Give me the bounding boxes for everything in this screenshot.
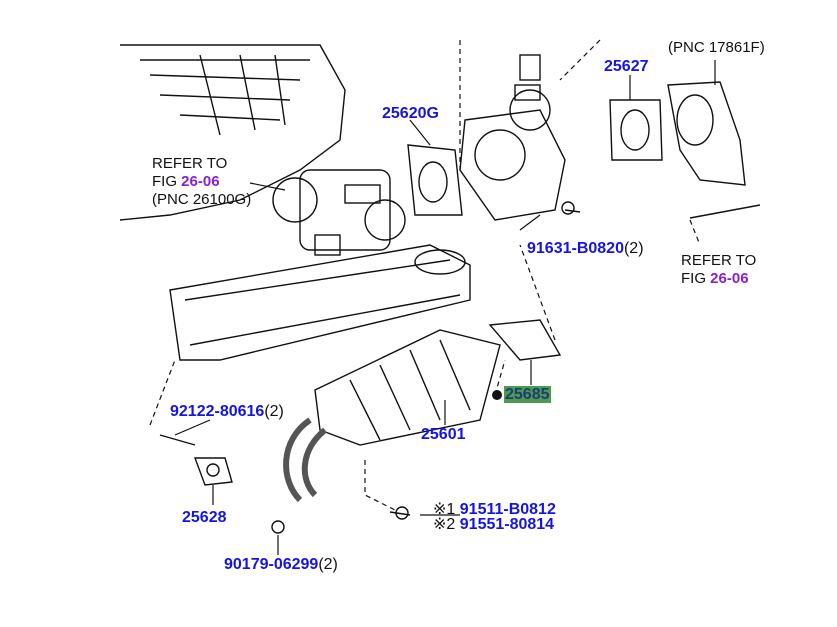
ref-pnc-17861f: (PNC 17861F)	[668, 39, 765, 56]
fig-prefix: FIG	[152, 173, 182, 190]
note-mark: ※1	[433, 501, 456, 518]
ref-right[interactable]: REFER TO FIG 26-06	[681, 252, 756, 288]
gasket-25685	[488, 319, 562, 361]
part-number-highlighted: 25685	[504, 386, 551, 403]
part-25685[interactable]: 25685	[504, 386, 551, 404]
qty: (2)	[318, 556, 338, 573]
part-90179[interactable]: 90179-06299(2)	[224, 556, 338, 574]
ref-left[interactable]: REFER TO FIG 26-06 (PNC 26100G)	[152, 155, 251, 209]
egr-tube	[283, 417, 327, 503]
throttle-body	[272, 169, 406, 256]
gasket-25620g	[407, 144, 463, 216]
intake-manifold	[169, 244, 471, 361]
egr-valve	[459, 54, 566, 221]
fig-link[interactable]: 26-06	[710, 270, 749, 287]
fig-prefix: FIG	[681, 270, 711, 287]
part-25601[interactable]: 25601	[421, 426, 466, 443]
gasket-25628	[193, 457, 233, 486]
part-25620g[interactable]: 25620G	[382, 105, 439, 122]
ref-right-fig: FIG 26-06	[681, 270, 756, 288]
bolts	[159, 201, 761, 534]
part-25628[interactable]: 25628	[182, 509, 227, 526]
ref-left-line1: REFER TO	[152, 155, 228, 172]
part-number: 91551-80814	[459, 516, 555, 533]
egr-pipe-fitting	[667, 81, 746, 186]
ref-right-line1: REFER TO	[681, 252, 757, 269]
part-91631[interactable]: 91631-B0820(2)	[527, 240, 644, 258]
marker-dot	[492, 390, 502, 400]
part-91511[interactable]: ※1 91511-B0812	[433, 499, 556, 519]
qty: (2)	[623, 240, 644, 257]
qty: (2)	[264, 403, 284, 420]
leader-lines	[149, 39, 716, 555]
part-92122[interactable]: 92122-80616(2)	[170, 403, 284, 421]
ref-left-line3: (PNC 26100G)	[152, 191, 252, 208]
engine-block-outline	[119, 44, 346, 221]
gasket-25627	[609, 99, 663, 161]
note-mark: ※2	[433, 516, 456, 533]
part-number: 92122-80616	[170, 403, 265, 420]
part-number: 91631-B0820	[527, 240, 624, 257]
part-91551[interactable]: ※2 91551-80814	[433, 514, 554, 534]
ref-left-fig: FIG 26-06	[152, 173, 251, 191]
part-25627[interactable]: 25627	[604, 58, 649, 75]
egr-cooler	[314, 329, 501, 446]
fig-link[interactable]: 26-06	[181, 173, 220, 190]
part-number: 91511-B0812	[459, 501, 556, 518]
part-number: 90179-06299	[224, 556, 319, 573]
